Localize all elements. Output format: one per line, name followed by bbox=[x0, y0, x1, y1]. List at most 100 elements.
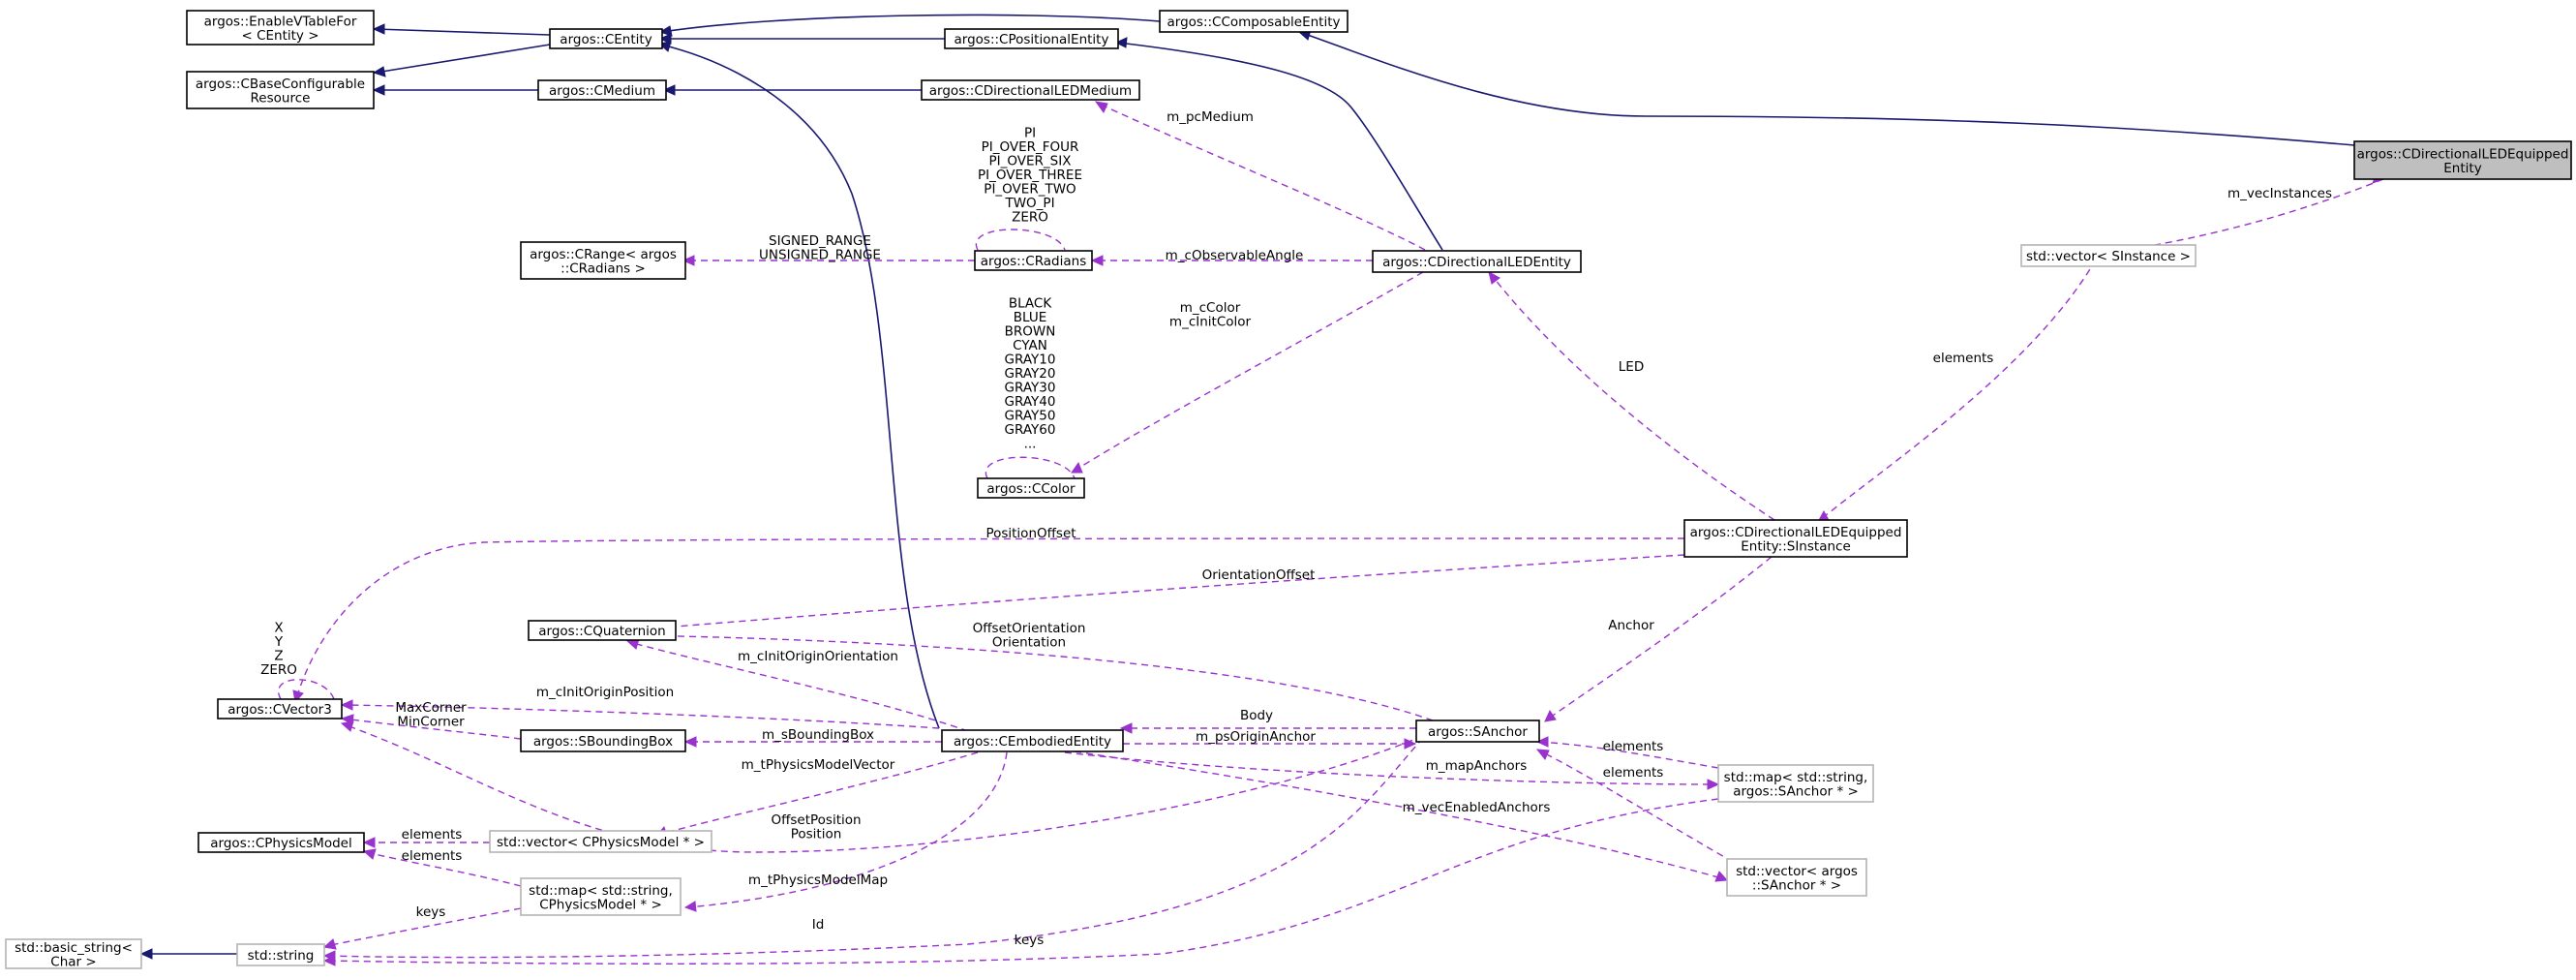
class-node-label: std::map< std::string,argos::SAnchor * > bbox=[1724, 770, 1868, 800]
edge-label-elements-top: elements bbox=[1933, 351, 1994, 366]
class-node-label: argos::CEmbodiedEntity bbox=[954, 734, 1111, 750]
edge-label-id: Id bbox=[812, 917, 825, 933]
edge-m-tphysicsmodelmap bbox=[686, 751, 1008, 908]
class-node-cdirled-entity[interactable]: argos::CDirectionalLEDEntity bbox=[1372, 250, 1582, 273]
edge-label-elements-phys-vec: elements bbox=[402, 827, 463, 842]
edge-label-m-psoriginanchor: m_psOriginAnchor bbox=[1196, 729, 1316, 745]
arrowhead-base-configurable-from-centity bbox=[372, 66, 386, 77]
edges bbox=[139, 14, 2384, 966]
class-node-cphysicsmodel[interactable]: argos::CPhysicsModel bbox=[197, 832, 365, 853]
edge-label-anchor: Anchor bbox=[1608, 618, 1654, 633]
edge-cdirled-entity-to-cpositional bbox=[1117, 42, 1443, 251]
edge-m-cinitoriginorientation bbox=[628, 641, 969, 732]
arrowhead-basic-string bbox=[139, 948, 153, 960]
edge-centity-to-enable-vtable bbox=[375, 28, 551, 36]
class-node-label: argos::CMedium bbox=[549, 83, 655, 99]
class-node-vec-sanchor[interactable]: std::vector< argos::SAnchor * > bbox=[1726, 858, 1867, 897]
class-node-box bbox=[528, 620, 677, 641]
class-node-crange[interactable]: argos::CRange< argos::CRadians > bbox=[520, 241, 686, 280]
class-node-box bbox=[974, 250, 1093, 271]
class-node-ccolor[interactable]: argos::CColor bbox=[977, 477, 1085, 499]
edge-radians-self bbox=[975, 229, 1066, 251]
class-node-label: std::vector< CPhysicsModel * > bbox=[497, 835, 705, 850]
class-node-cvector3[interactable]: argos::CVector3 bbox=[217, 698, 343, 720]
class-node-box bbox=[2020, 244, 2197, 267]
edge-elements-map-anchor bbox=[1538, 741, 1719, 769]
arrowhead-cpositional bbox=[1114, 37, 1128, 48]
edge-led bbox=[1490, 273, 1775, 521]
class-node-box bbox=[1415, 720, 1540, 743]
arrowhead-cmedium bbox=[662, 84, 676, 96]
class-node-box bbox=[1683, 519, 1908, 558]
class-node-cquaternion[interactable]: argos::CQuaternion bbox=[528, 620, 677, 641]
class-node-box bbox=[921, 79, 1140, 101]
class-node-box bbox=[944, 28, 1119, 49]
arrowhead-base-configurable-from-cmedium bbox=[372, 84, 385, 96]
class-node-basic-string[interactable]: std::basic_string<Char > bbox=[5, 938, 142, 969]
class-node-sanchor[interactable]: argos::SAnchor bbox=[1415, 720, 1540, 743]
class-node-label: argos::CDirectionalLEDMedium bbox=[929, 83, 1132, 99]
arrowhead-cradians bbox=[1090, 255, 1104, 266]
arrowhead-sanchor-from-cembodied bbox=[1404, 738, 1417, 750]
edge-focus-to-ccomposable bbox=[1301, 32, 2355, 146]
edge-m-pcmedium bbox=[1098, 103, 1426, 251]
class-node-label: argos::CPhysicsModel bbox=[210, 836, 351, 851]
class-node-cradians[interactable]: argos::CRadians bbox=[974, 250, 1093, 271]
edge-cembodied-to-centity bbox=[660, 44, 940, 729]
arrowhead-vec-sanchor bbox=[1714, 871, 1729, 882]
class-node-sboundingbox[interactable]: argos::SBoundingBox bbox=[520, 729, 686, 752]
class-node-box bbox=[941, 729, 1124, 752]
edge-positionoffset bbox=[295, 537, 1685, 700]
edge-label-positionoffset: PositionOffset bbox=[985, 526, 1076, 541]
class-node-ccomposable[interactable]: argos::CComposableEntity bbox=[1159, 10, 1349, 33]
arrowhead-sanchor-from-map bbox=[1535, 736, 1549, 748]
arrowhead-crange bbox=[682, 255, 695, 266]
class-node-label: argos::CVector3 bbox=[227, 702, 332, 718]
class-node-box bbox=[1726, 858, 1867, 897]
class-node-cmedium[interactable]: argos::CMedium bbox=[537, 79, 667, 101]
edge-label-m-cinitoriginposition: m_cInitOriginPosition bbox=[536, 685, 674, 700]
class-node-cdirled-medium[interactable]: argos::CDirectionalLEDMedium bbox=[921, 79, 1140, 101]
class-node-label: argos::CRange< argos::CRadians > bbox=[530, 247, 677, 277]
arrowhead-enable-vtable bbox=[372, 23, 385, 35]
class-node-box bbox=[197, 832, 365, 853]
edge-m-mapanchors bbox=[1064, 751, 1717, 785]
class-node-std-string[interactable]: std::string bbox=[236, 943, 325, 966]
arrowhead-cvector3-from-cembodied bbox=[340, 699, 353, 711]
arrowhead-cphysicsmodel-from-vec bbox=[362, 837, 376, 848]
arrowhead-cvector3-from-sanchor bbox=[340, 720, 354, 732]
class-node-vec-cphysicsmodel[interactable]: std::vector< CPhysicsModel * > bbox=[489, 830, 712, 853]
arrowhead-std-string-from-phys-map bbox=[322, 938, 337, 950]
arrowhead-sanchor-from-vec bbox=[1535, 749, 1550, 760]
edge-ccomposable-to-centity bbox=[661, 14, 1161, 33]
class-node-box bbox=[537, 79, 667, 101]
edge-keys-bottom bbox=[325, 798, 1719, 965]
class-node-cpositional[interactable]: argos::CPositionalEntity bbox=[944, 28, 1119, 49]
edge-label-elements-map-anchor: elements bbox=[1603, 739, 1664, 754]
class-node-label: argos::CComposableEntity bbox=[1167, 15, 1341, 30]
class-node-cembodied[interactable]: argos::CEmbodiedEntity bbox=[941, 729, 1124, 752]
class-node-enable-vtable[interactable]: argos::EnableVTableFor< CEntity > bbox=[186, 10, 375, 46]
class-node-centity[interactable]: argos::CEntity bbox=[549, 28, 663, 49]
class-node-map-sanchor[interactable]: std::map< std::string,argos::SAnchor * > bbox=[1717, 764, 1874, 803]
class-node-map-cphysicsmodel[interactable]: std::map< std::string,CPhysicsModel * > bbox=[520, 877, 682, 916]
class-node-box bbox=[549, 28, 663, 49]
class-node-label: std::vector< argos::SAnchor * > bbox=[1736, 864, 1858, 894]
class-node-label: std::map< std::string,CPhysicsModel * > bbox=[529, 883, 673, 913]
arrowhead-ccolor bbox=[1071, 461, 1083, 474]
class-node-box bbox=[520, 877, 682, 916]
edge-label-m-pcmedium: m_pcMedium bbox=[1167, 109, 1254, 125]
class-node-vec-sinstance[interactable]: std::vector< SInstance > bbox=[2020, 244, 2197, 267]
edge-label-m-tphysicsmodelvector: m_tPhysicsModelVector bbox=[742, 757, 895, 773]
arrowhead-map-cphysicsmodel bbox=[683, 901, 697, 912]
